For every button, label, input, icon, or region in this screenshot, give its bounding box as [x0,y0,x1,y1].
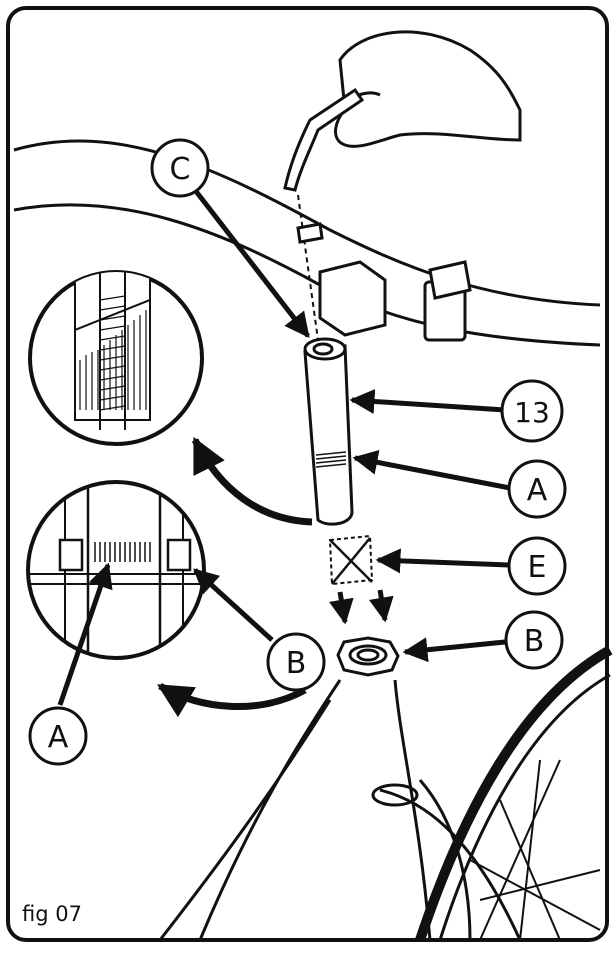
callout-13: 13 [500,379,564,443]
stem-clamp [318,260,472,342]
locknut [336,636,400,677]
callout-b-right: B [504,610,564,670]
callout-c: C [150,138,210,198]
callout-b-inset: B [266,632,326,692]
callout-a-inset-label: A [48,720,69,755]
callout-b-right-label: B [524,624,545,659]
stem-tube [303,337,354,526]
inset-cutaway [28,270,204,446]
callout-e: E [507,536,567,596]
figure-label: fig 07 [22,902,82,926]
hand-with-hex-key [283,30,522,192]
inset-arrows [156,436,313,718]
wedge-crossed [328,534,374,586]
wheel [415,645,613,942]
callout-a-inset: A [28,706,88,766]
callout-13-label: 13 [514,396,550,429]
callout-e-label: E [528,550,547,585]
callout-b-inset-label: B [286,646,307,681]
leader-arrows [57,188,511,706]
callout-c-label: C [170,152,191,187]
down-arrows [328,589,394,625]
inset-mark [26,480,206,660]
bolt [296,194,324,341]
callout-a-right-label: A [527,473,548,508]
callout-a-right: A [507,459,567,519]
